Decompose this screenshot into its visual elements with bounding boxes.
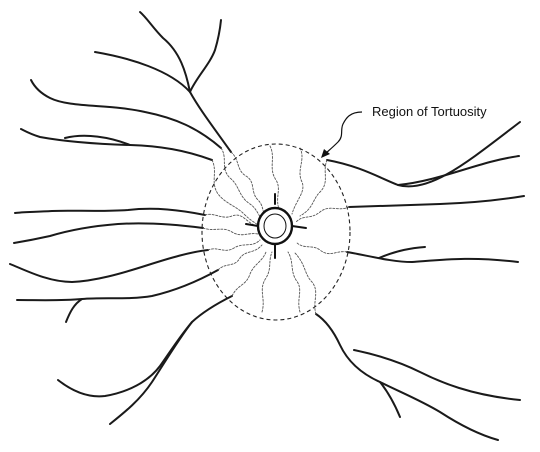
tortuous-vessel-9 bbox=[262, 252, 272, 312]
tortuous-vessel-6 bbox=[208, 240, 260, 250]
tortuous-vessel-8 bbox=[232, 252, 266, 296]
tortuous-vessel-5 bbox=[203, 228, 258, 235]
tortuous-vessel-10 bbox=[288, 252, 300, 312]
vessel-upper-left-3 bbox=[190, 20, 221, 92]
tortuous-vessel-7 bbox=[218, 245, 262, 270]
vessel-mid-right-1 bbox=[349, 196, 524, 207]
vessel-upper-right-2 bbox=[398, 156, 519, 185]
tortuous-vessel-14 bbox=[300, 160, 327, 216]
region-label: Region of Tortuosity bbox=[372, 104, 487, 119]
vessel-mid-left-5 bbox=[66, 299, 82, 322]
vessel-upper-left-2 bbox=[140, 12, 190, 92]
vessel-mid-left-3 bbox=[10, 250, 208, 282]
center-disc bbox=[246, 194, 306, 258]
center-spoke-left bbox=[246, 224, 258, 226]
vessel-mid-right-3 bbox=[379, 247, 425, 258]
vessel-upper-left-4 bbox=[31, 80, 221, 148]
tortuous-vessel-15 bbox=[292, 148, 303, 214]
vessel-upper-left-1 bbox=[95, 52, 231, 152]
vessel-mid-right-2 bbox=[347, 252, 518, 262]
vessel-lower-right-1 bbox=[316, 314, 498, 440]
tortuous-vessel-2 bbox=[221, 148, 262, 220]
vessel-mid-left-2 bbox=[14, 223, 203, 243]
center-ring-outer bbox=[258, 208, 292, 244]
label-leader-line bbox=[325, 112, 362, 154]
vessel-lower-left-1 bbox=[58, 296, 232, 396]
tortuous-vessel-12 bbox=[296, 242, 347, 254]
tortuous-vessel-11 bbox=[294, 252, 316, 314]
vessel-lower-right-2 bbox=[354, 350, 520, 400]
tortuous-vessel-13 bbox=[296, 207, 349, 222]
vessel-mid-left-1 bbox=[15, 209, 205, 215]
vessel-upper-right-1 bbox=[327, 122, 520, 186]
vessel-upper-left-5 bbox=[21, 129, 212, 160]
center-spoke-right bbox=[292, 226, 306, 228]
